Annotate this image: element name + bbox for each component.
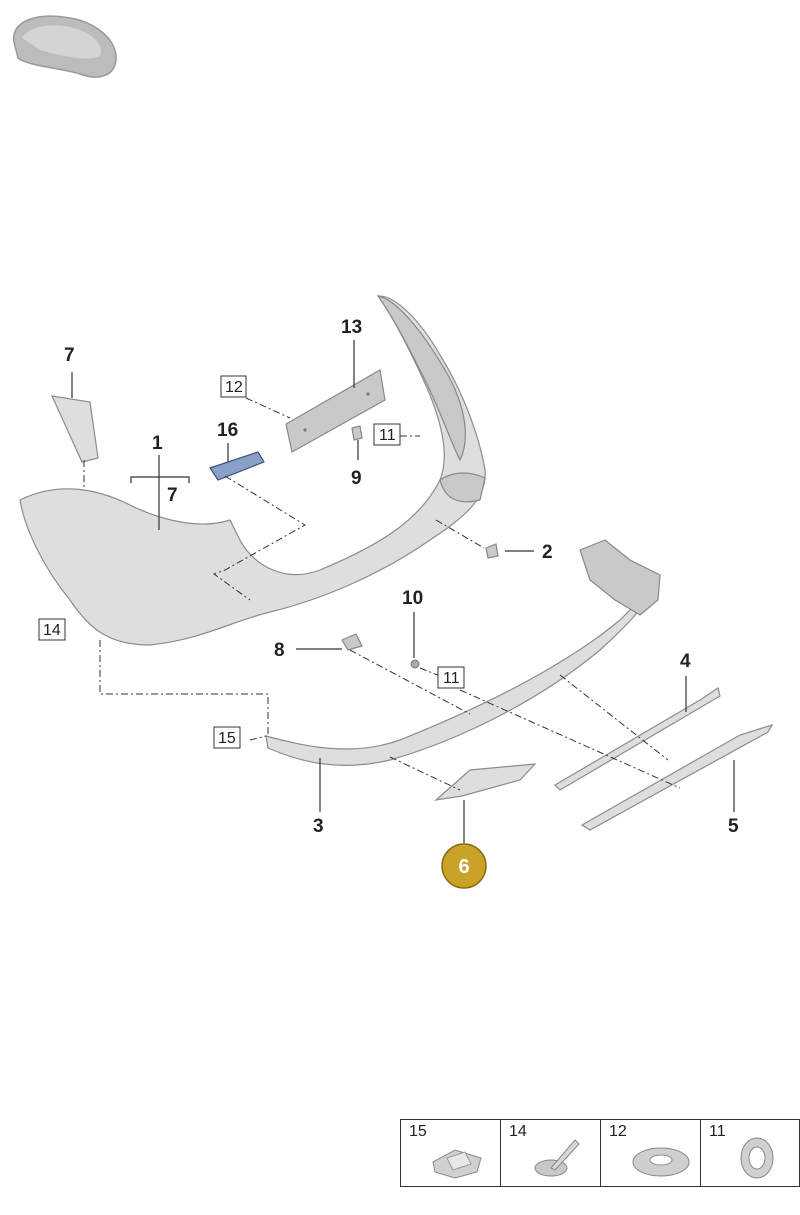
bracket-part bbox=[209, 451, 265, 481]
reflector-part bbox=[50, 395, 99, 463]
callout-2-cap[interactable]: 2 bbox=[542, 542, 553, 563]
legend-number: 11 bbox=[709, 1123, 726, 1140]
legend-cell-12[interactable]: 12 bbox=[600, 1119, 701, 1187]
boxed-ref-15[interactable]: 15 bbox=[213, 726, 241, 749]
lower-diffuser bbox=[265, 539, 661, 766]
insert-part-6 bbox=[434, 763, 537, 801]
nut-ring-icon bbox=[740, 1137, 774, 1179]
assembly-lines bbox=[83, 397, 681, 791]
callout-7-set[interactable]: 7 bbox=[167, 485, 178, 506]
boxed-ref-14[interactable]: 14 bbox=[38, 618, 66, 641]
car-thumbnail bbox=[13, 15, 117, 78]
highlight-part-6[interactable]: 6 bbox=[441, 843, 487, 889]
bumper-cover bbox=[19, 295, 486, 646]
legend-number: 12 bbox=[609, 1123, 627, 1140]
callout-8-bracket[interactable]: 8 bbox=[274, 640, 285, 661]
callout-3-diffuser[interactable]: 3 bbox=[313, 816, 324, 837]
legend-cell-15[interactable]: 15 bbox=[400, 1119, 501, 1187]
svg-text:11: 11 bbox=[443, 670, 460, 687]
license-plate-holder bbox=[285, 369, 386, 453]
boxed-ref-11-lower[interactable]: 11 bbox=[437, 666, 465, 689]
cap-part bbox=[485, 543, 499, 559]
trim-strip-4 bbox=[554, 687, 721, 791]
callout-13-plate[interactable]: 13 bbox=[341, 317, 362, 338]
callout-7-reflector[interactable]: 7 bbox=[64, 345, 75, 366]
callout-4-trim[interactable]: 4 bbox=[680, 651, 691, 672]
callout-5-trim[interactable]: 5 bbox=[728, 816, 739, 837]
legend-cell-14[interactable]: 14 bbox=[500, 1119, 601, 1187]
callout-16-bracket[interactable]: 16 bbox=[217, 420, 238, 441]
legend-number: 15 bbox=[409, 1123, 427, 1140]
svg-text:11: 11 bbox=[379, 427, 396, 444]
washer-icon bbox=[632, 1147, 690, 1177]
rivet-icon bbox=[534, 1139, 580, 1177]
boxed-ref-12[interactable]: 12 bbox=[220, 375, 247, 398]
highlight-label: 6 bbox=[458, 856, 469, 878]
bracket-part-8 bbox=[341, 633, 363, 651]
boxed-ref-11-upper[interactable]: 11 bbox=[373, 423, 401, 446]
nut-part bbox=[410, 659, 420, 669]
trim-strip-5 bbox=[580, 723, 774, 831]
callout-1-bumper[interactable]: 1 bbox=[152, 433, 163, 454]
svg-text:12: 12 bbox=[225, 379, 243, 396]
leader-lines bbox=[71, 340, 735, 844]
callout-10-nut[interactable]: 10 bbox=[402, 588, 423, 609]
callout-9-clip[interactable]: 9 bbox=[351, 468, 362, 489]
legend-number: 14 bbox=[509, 1123, 527, 1140]
clip-part bbox=[351, 425, 363, 441]
legend-cell-11[interactable]: 11 bbox=[700, 1119, 800, 1187]
svg-text:15: 15 bbox=[218, 730, 236, 747]
svg-text:14: 14 bbox=[43, 622, 61, 639]
clip-icon bbox=[432, 1149, 482, 1179]
